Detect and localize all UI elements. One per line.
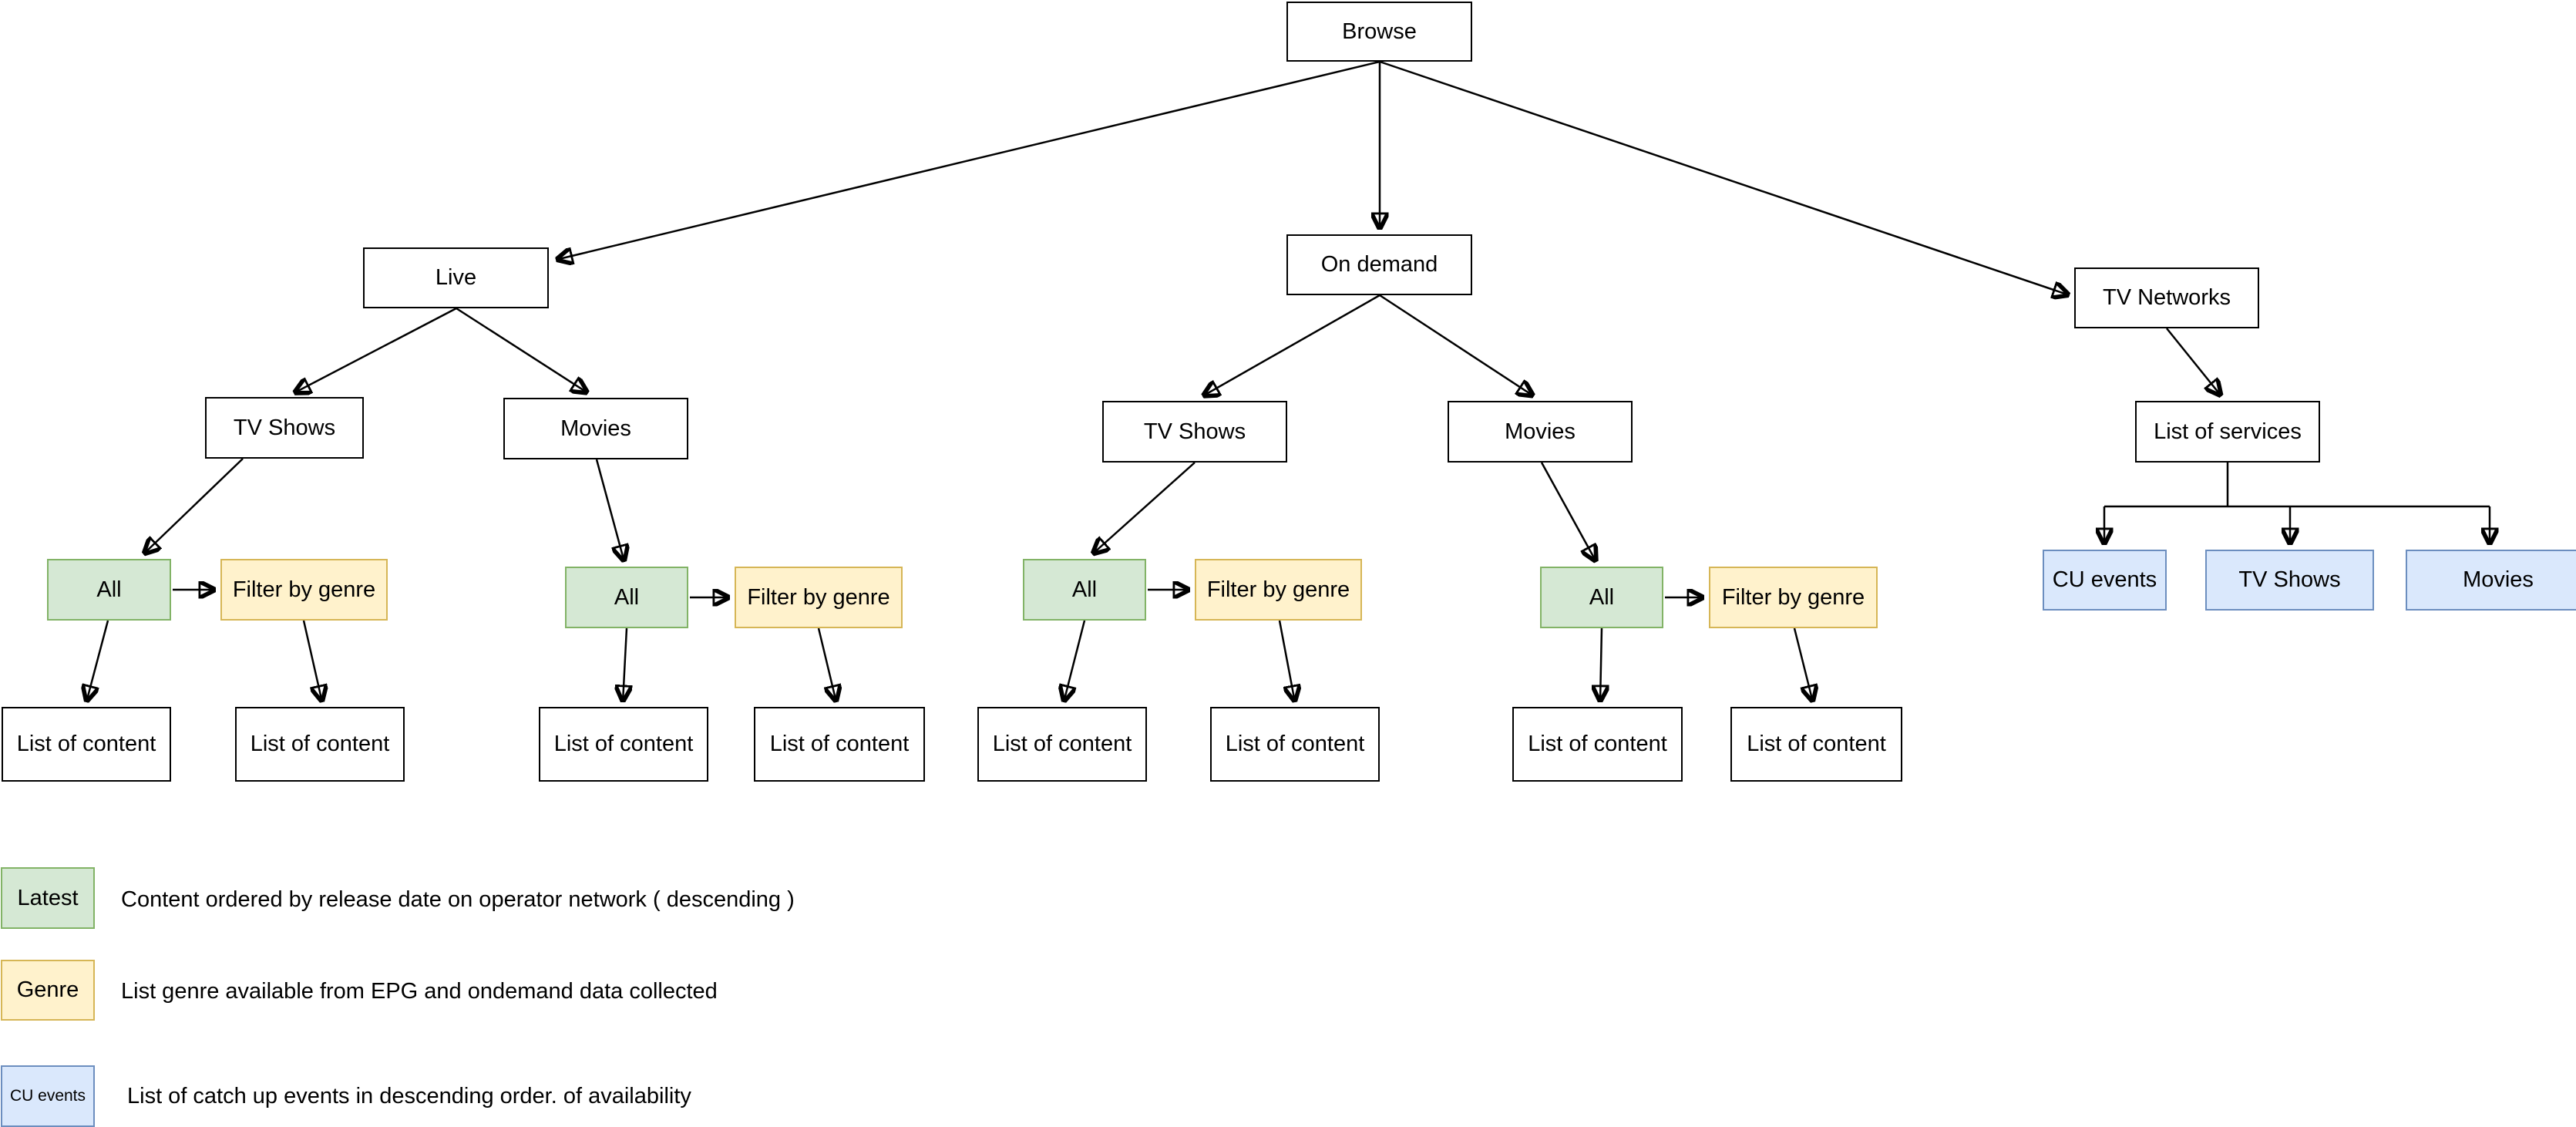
node-list-of-content-8: List of content bbox=[1730, 707, 1902, 782]
node-list-of-content-6: List of content bbox=[1210, 707, 1380, 782]
node-label: Filter by genre bbox=[747, 584, 890, 610]
node-list-of-content-3: List of content bbox=[539, 707, 708, 782]
node-label: List of content bbox=[992, 732, 1132, 756]
edge-od-tv-shows-all bbox=[1092, 462, 1196, 554]
edge-browse-live bbox=[556, 60, 1380, 260]
node-label: Movies bbox=[2463, 567, 2534, 592]
legend-swatch-label: Genre bbox=[16, 977, 79, 1002]
edge-live-tv-shows bbox=[294, 307, 457, 393]
node-live-tv-shows: TV Shows bbox=[205, 397, 364, 459]
node-label: All bbox=[1589, 584, 1615, 610]
edge-live-tv-filter-content bbox=[302, 620, 322, 702]
node-list-of-content-4: List of content bbox=[754, 707, 925, 782]
node-browse: Browse bbox=[1286, 2, 1472, 62]
node-label: Live bbox=[435, 265, 477, 290]
edge-tv-networks-services bbox=[2166, 328, 2221, 396]
node-od-movies-all: All bbox=[1540, 567, 1663, 628]
node-list-of-services: List of services bbox=[2135, 401, 2320, 463]
legend-swatch-cu-events: CU events bbox=[1, 1065, 95, 1127]
node-on-demand: On demand bbox=[1286, 234, 1472, 295]
node-net-tv-shows: TV Shows bbox=[2205, 550, 2374, 611]
node-label: List of content bbox=[553, 732, 694, 756]
node-list-of-content-1: List of content bbox=[2, 707, 171, 782]
node-label: Movies bbox=[560, 415, 631, 441]
legend-swatch-label: Latest bbox=[17, 885, 79, 910]
node-label: On demand bbox=[1320, 252, 1438, 277]
node-od-movies-filter-by-genre: Filter by genre bbox=[1709, 567, 1878, 628]
node-label: List of content bbox=[1747, 732, 1886, 756]
legend-swatch-latest: Latest bbox=[1, 867, 95, 929]
legend-description-latest: Content ordered by release date on opera… bbox=[121, 887, 795, 912]
node-label: Browse bbox=[1342, 19, 1417, 44]
node-list-of-content-2: List of content bbox=[235, 707, 405, 782]
node-live-tv-filter-by-genre: Filter by genre bbox=[220, 559, 388, 621]
legend-description-cu-events: List of catch up events in descending or… bbox=[127, 1084, 691, 1108]
node-label: CU events bbox=[2052, 567, 2157, 592]
node-live-movies-filter-by-genre: Filter by genre bbox=[735, 567, 903, 628]
node-live-movies-all: All bbox=[565, 567, 688, 628]
node-label: List of content bbox=[1528, 732, 1667, 756]
node-net-movies: Movies bbox=[2406, 550, 2576, 611]
edge-od-tv-filter-content bbox=[1278, 620, 1295, 702]
edge-live-mv-all-content bbox=[623, 627, 627, 702]
node-label: Filter by genre bbox=[1721, 584, 1865, 610]
edge-live-tv-all-content bbox=[86, 620, 109, 702]
edge-live-movies-all bbox=[595, 459, 624, 562]
node-label: TV Shows bbox=[2238, 567, 2341, 592]
node-label: Filter by genre bbox=[1206, 577, 1350, 602]
edge-live-mv-filter-content bbox=[817, 627, 836, 702]
node-label: List of content bbox=[250, 732, 390, 756]
edge-live-movies bbox=[456, 307, 588, 393]
edge-od-movies-all bbox=[1540, 462, 1596, 562]
node-label: List of content bbox=[1225, 732, 1365, 756]
edge-od-tv-all-content bbox=[1064, 620, 1086, 702]
node-label: TV Shows bbox=[1143, 419, 1246, 444]
node-list-of-content-7: List of content bbox=[1512, 707, 1683, 782]
node-od-tv-all: All bbox=[1023, 559, 1146, 621]
node-label: TV Shows bbox=[233, 415, 336, 440]
edge-live-tv-shows-all bbox=[143, 458, 244, 554]
node-tv-networks: TV Networks bbox=[2074, 267, 2259, 328]
node-label: All bbox=[1071, 577, 1098, 602]
node-od-tv-shows: TV Shows bbox=[1102, 401, 1287, 463]
edge-od-tv-shows bbox=[1202, 294, 1380, 396]
node-cu-events: CU events bbox=[2043, 550, 2167, 611]
node-od-movies: Movies bbox=[1448, 401, 1633, 463]
node-list-of-content-5: List of content bbox=[977, 707, 1147, 782]
node-label: List of content bbox=[16, 732, 156, 756]
node-label: All bbox=[614, 584, 640, 610]
legend-swatch-label: CU events bbox=[9, 1087, 86, 1105]
node-label: TV Networks bbox=[2103, 285, 2231, 310]
edge-od-mv-filter-content bbox=[1793, 627, 1813, 702]
edge-od-mv-all-content bbox=[1600, 627, 1602, 702]
node-od-tv-filter-by-genre: Filter by genre bbox=[1195, 559, 1362, 621]
node-live: Live bbox=[363, 247, 549, 308]
node-label: Movies bbox=[1505, 419, 1576, 444]
node-label: Filter by genre bbox=[232, 577, 376, 602]
node-label: All bbox=[96, 577, 122, 602]
legend-description-genre: List genre available from EPG and ondema… bbox=[121, 979, 718, 1004]
node-label: List of services bbox=[2154, 419, 2302, 444]
edge-od-movies bbox=[1379, 294, 1534, 396]
node-label: List of content bbox=[769, 732, 910, 756]
legend-swatch-genre: Genre bbox=[1, 960, 95, 1021]
node-live-tv-all: All bbox=[47, 559, 171, 621]
node-live-movies: Movies bbox=[503, 398, 688, 459]
edge-browse-tv-networks bbox=[1379, 60, 2070, 295]
